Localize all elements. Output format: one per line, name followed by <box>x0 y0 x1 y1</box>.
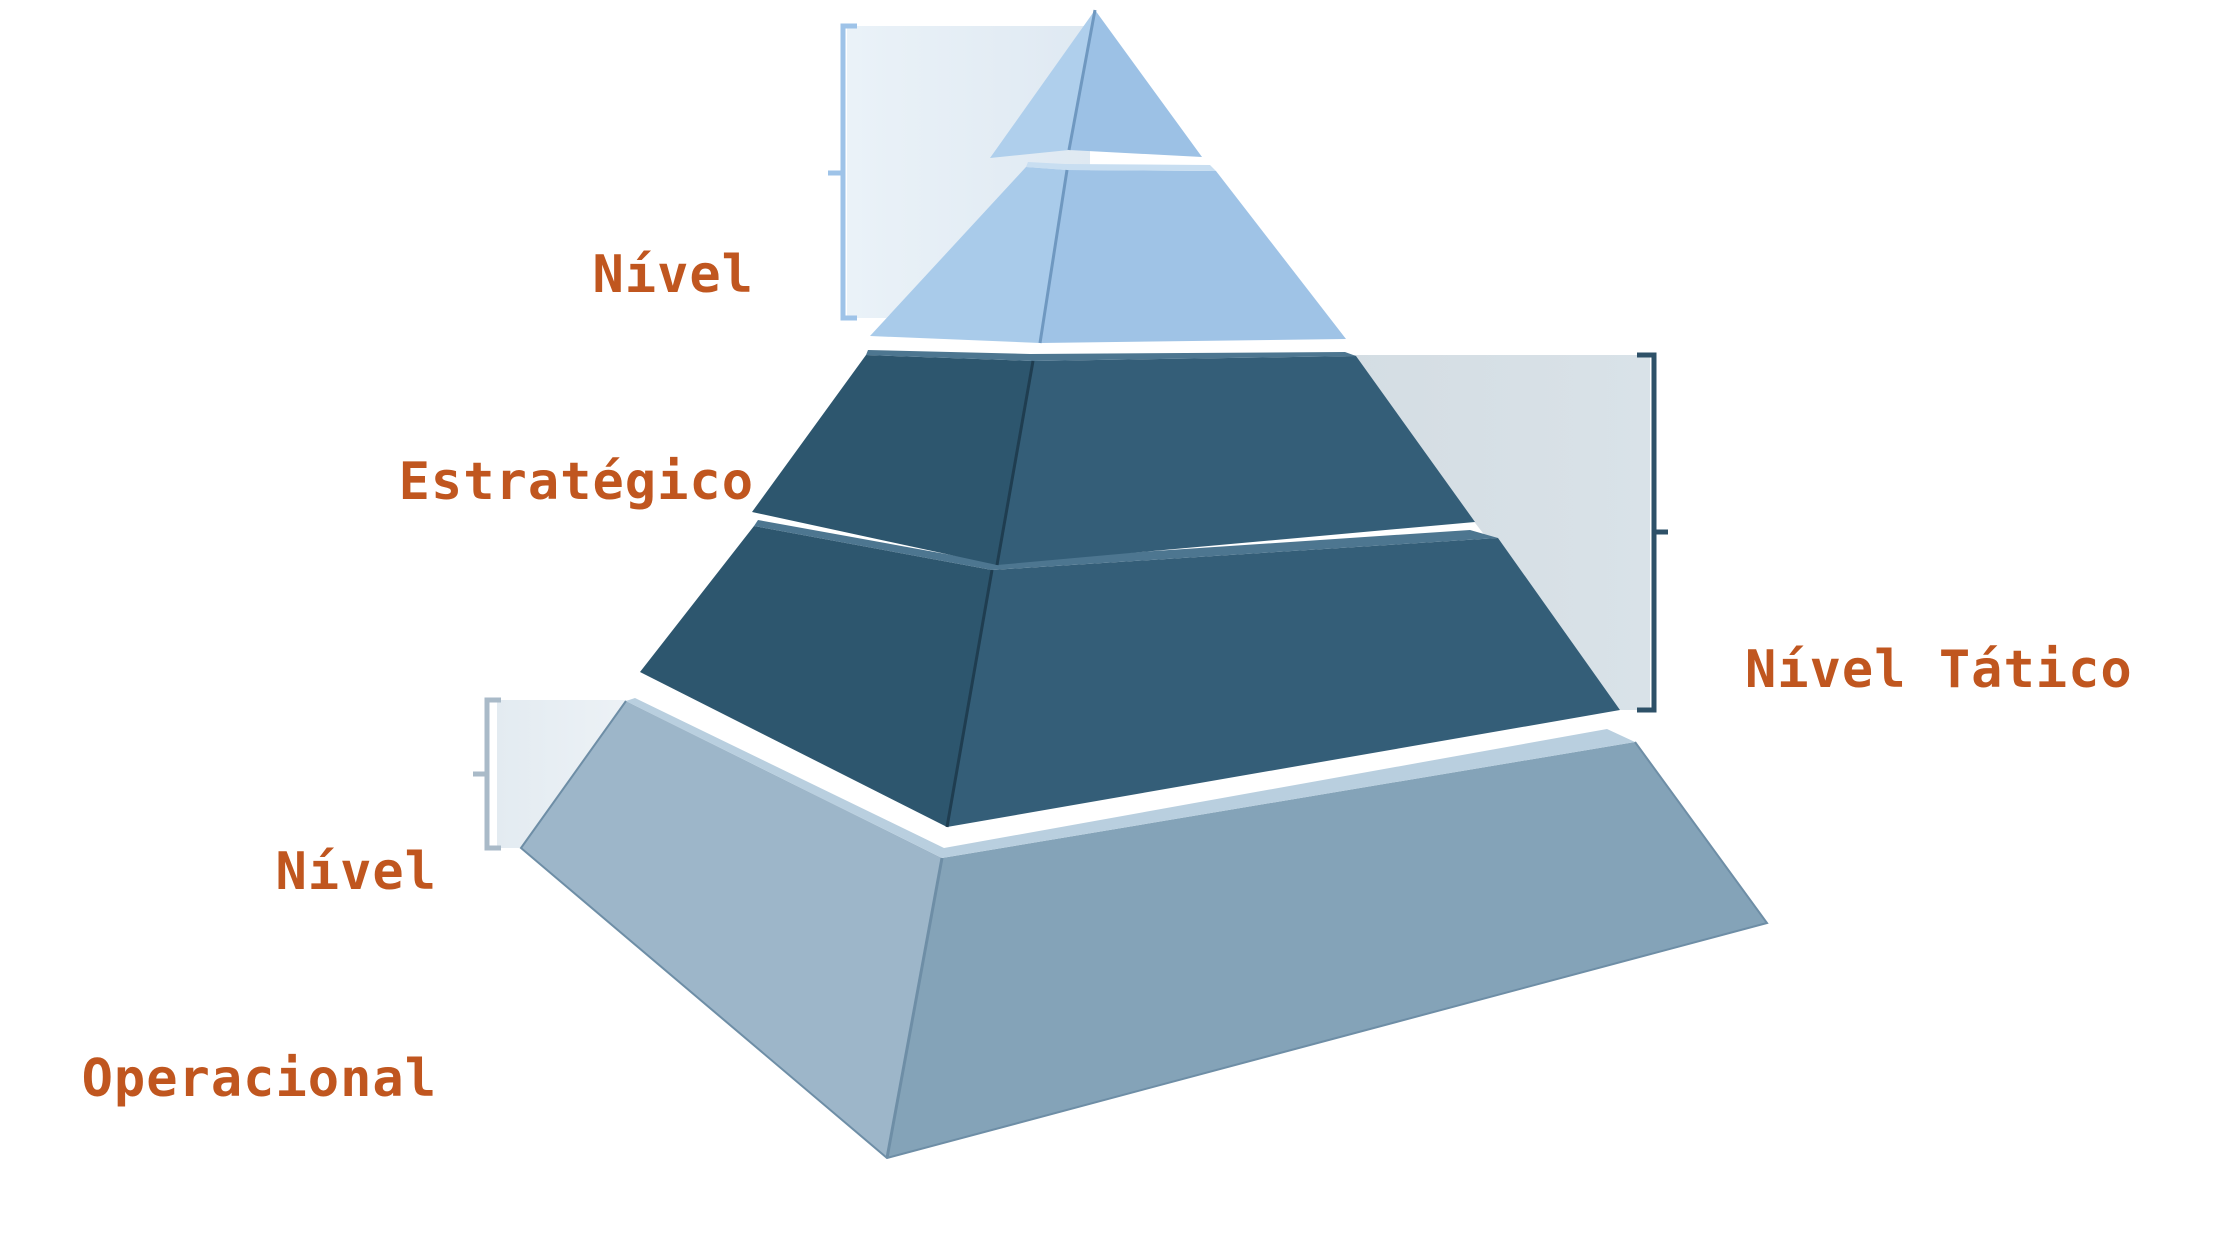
strategic-label-line1: Nível <box>399 241 754 310</box>
operational-label-line2: Operacional <box>82 1045 437 1114</box>
pyramid-diagram: Nível Estratégico Nível Tático Nível Ope… <box>0 0 2234 1159</box>
strategic-level-label: Nível Estratégico <box>399 103 754 655</box>
operational-bracket <box>473 700 501 848</box>
tactical-level-label: Nível Tático <box>1745 498 2133 843</box>
tactical-tier-upper <box>752 350 1475 565</box>
strategic-label-line2: Estratégico <box>399 448 754 517</box>
operational-level-label: Nível Operacional <box>82 700 437 1252</box>
operational-label-line1: Nível <box>82 838 437 907</box>
tactical-label-line1: Nível Tático <box>1745 636 2133 705</box>
